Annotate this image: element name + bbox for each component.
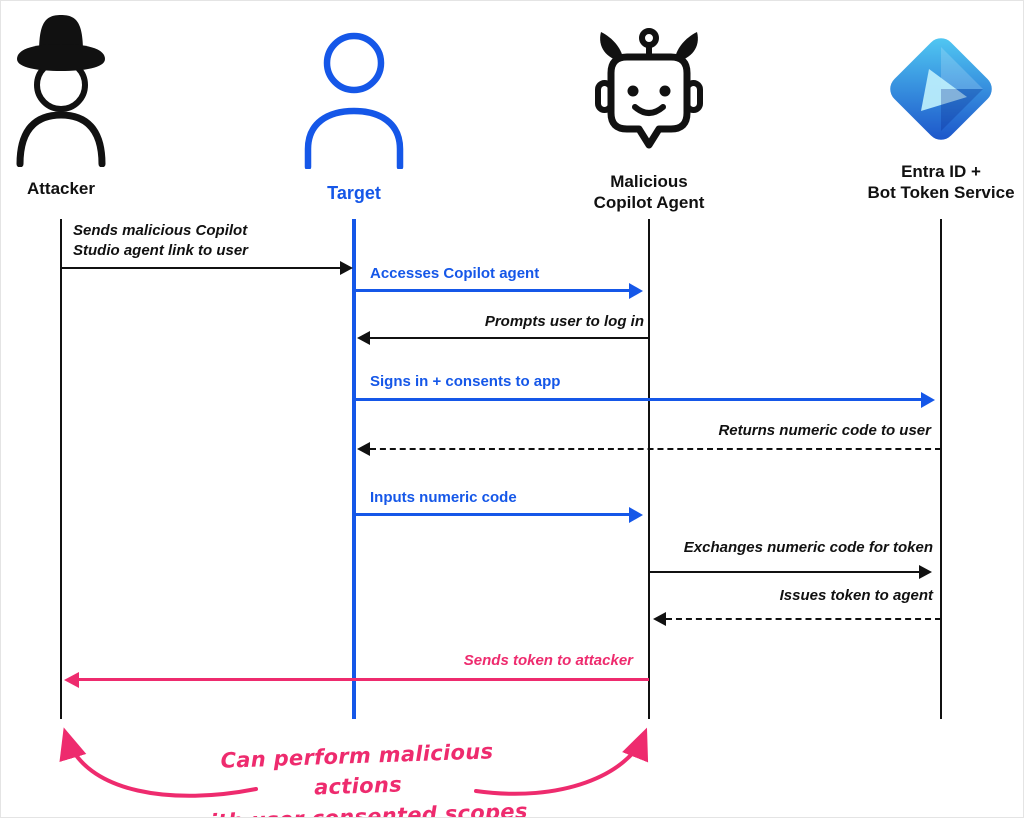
lifeline-agent (648, 219, 650, 719)
annotation-arrow-left (59, 727, 258, 798)
message-label: Signs in + consents to app (370, 373, 561, 390)
message-arrow-line (370, 448, 941, 450)
message-label: Accesses Copilot agent (370, 265, 540, 282)
arrowhead-left-icon (357, 331, 370, 345)
message-arrow-line (61, 267, 344, 269)
robot-smile (632, 104, 666, 116)
lifeline-entra (940, 219, 942, 719)
malicious-agent-icon (595, 28, 703, 149)
message-arrow-line (370, 337, 649, 339)
fedora-hat-crown (39, 15, 83, 53)
actor-label-target: Target (327, 183, 381, 203)
lifeline-attacker (60, 219, 62, 719)
actor-label-entra-line2: Bot Token Service (867, 183, 1015, 203)
arrowhead-left-icon (357, 442, 370, 456)
arrowhead-right-icon (921, 392, 935, 408)
annotation-note: Can perform malicious actions with user … (183, 735, 534, 817)
arrowhead-right-icon (629, 283, 643, 299)
message-arrow-line (356, 289, 630, 292)
message-label: Prompts user to log in (484, 313, 644, 330)
message-label: Returns numeric code to user (718, 422, 931, 439)
arrowhead-left-icon (64, 672, 79, 688)
message-label: Issues token to agent (779, 587, 933, 604)
message-label: Inputs numeric code (370, 489, 517, 506)
actor-label-agent-line2: Copilot Agent (593, 193, 705, 213)
actor-label-agent-line1: Malicious (610, 172, 688, 191)
annotation-arrow-right (474, 727, 649, 796)
message-arrow-line (356, 513, 630, 516)
message-arrow-line (649, 571, 923, 573)
arrowhead-right-icon (629, 507, 643, 523)
arrowhead-left-icon (653, 612, 666, 626)
arrowhead-right-icon (340, 261, 353, 275)
actor-label-entra: Entra ID + Bot Token Service (856, 161, 1023, 204)
devil-horn-left (600, 32, 623, 61)
actor-label-attacker: Attacker (26, 179, 96, 198)
annotation-curved-arrows (59, 727, 649, 798)
entra-id-icon (890, 38, 992, 140)
message-label: Sends malicious Copilot Studio agent lin… (73, 222, 249, 260)
message-arrow-line (666, 618, 941, 620)
target-icon (304, 32, 404, 169)
robot-antenna (639, 28, 659, 48)
attacker-icon (16, 15, 106, 167)
actor-label-entra-line1: Entra ID + (901, 162, 981, 181)
actor-label-agent: Malicious Copilot Agent (574, 171, 724, 214)
message-label: Exchanges numeric code for token (683, 539, 933, 556)
message-arrow-line (356, 398, 922, 401)
devil-horn-right (675, 32, 698, 61)
arrowhead-right-icon (919, 565, 932, 579)
message-label: Sends token to attacker (463, 652, 633, 669)
message-arrow-line (78, 678, 649, 681)
robot-head (607, 53, 691, 149)
fedora-hat-brim (17, 44, 105, 71)
lifeline-target (352, 219, 356, 719)
